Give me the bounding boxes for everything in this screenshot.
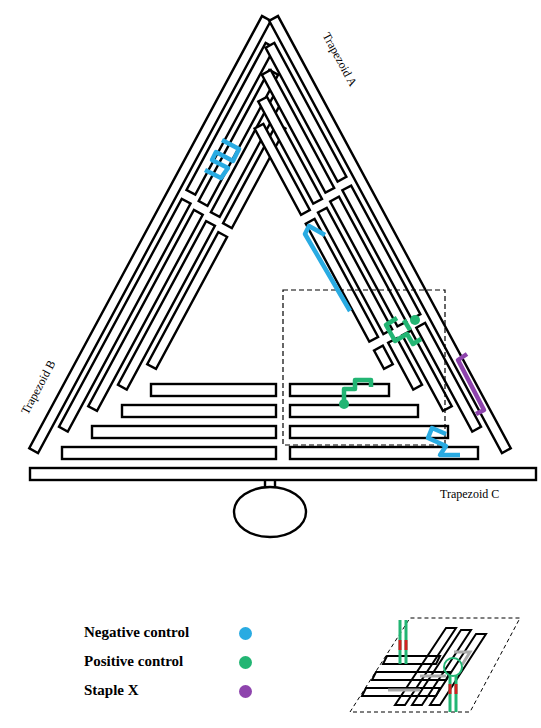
legend-text: Positive control bbox=[84, 653, 183, 670]
helix-bars bbox=[29, 16, 536, 483]
trapezoid bbox=[29, 16, 327, 483]
helix-bar bbox=[92, 426, 276, 438]
helix-bar bbox=[374, 346, 393, 369]
helix-bar bbox=[290, 426, 448, 438]
helix-bar bbox=[223, 124, 285, 228]
helix-bar bbox=[147, 232, 227, 369]
biotin-dot bbox=[339, 399, 349, 409]
helix-bar bbox=[306, 219, 378, 342]
helix-bar bbox=[122, 405, 276, 417]
trapezoid-label: Trapezoid C bbox=[440, 487, 499, 502]
zoom-box bbox=[283, 290, 445, 445]
helix-bar bbox=[255, 124, 310, 215]
legend-text: Negative control bbox=[84, 624, 189, 641]
helix-bar bbox=[151, 384, 276, 396]
helix-bar bbox=[118, 221, 215, 390]
loop-stem bbox=[274, 481, 276, 488]
legend-swatch bbox=[239, 627, 252, 640]
legend-swatch bbox=[239, 656, 252, 669]
legend-swatch bbox=[239, 685, 252, 698]
helix-bar bbox=[62, 447, 276, 459]
biotin-dot bbox=[410, 315, 420, 325]
loop bbox=[234, 487, 306, 537]
legend-text: Staple X bbox=[84, 682, 139, 699]
trapezoid-label: Trapezoid A bbox=[319, 30, 360, 89]
staples bbox=[205, 140, 484, 455]
helix-bar bbox=[269, 16, 511, 453]
inset bbox=[350, 618, 520, 712]
helix-bar bbox=[290, 405, 418, 417]
helix-bar bbox=[290, 384, 389, 396]
helix-bar bbox=[30, 468, 536, 480]
loop-stem bbox=[264, 481, 266, 488]
